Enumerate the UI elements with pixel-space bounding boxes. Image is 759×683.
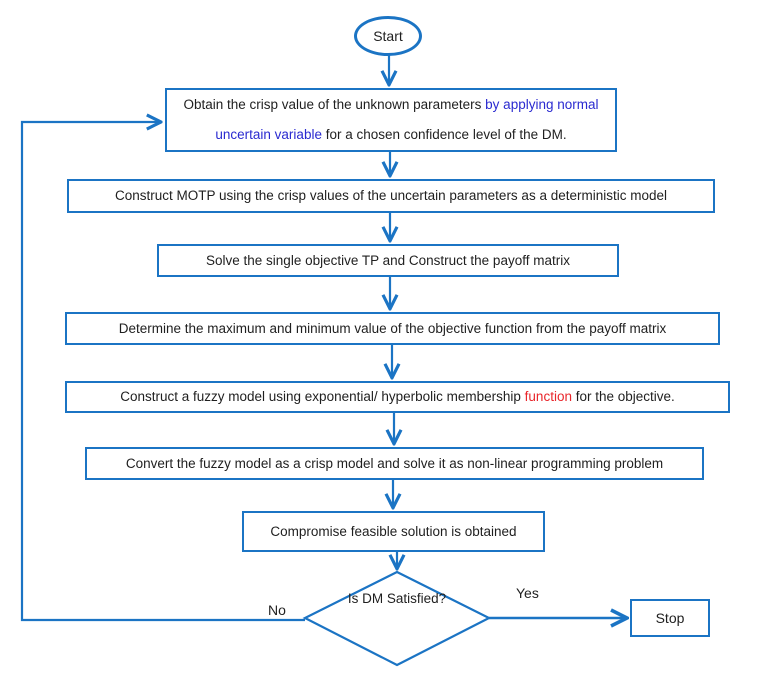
step3-solve-tp-payoff: Solve the single objective TP and Constr…	[157, 244, 619, 277]
stop-label: Stop	[655, 609, 685, 626]
step1-line1: Obtain the crisp value of the unknown pa…	[183, 97, 599, 113]
stop-node: Stop	[630, 599, 710, 637]
step7-compromise-solution: Compromise feasible solution is obtained	[242, 511, 545, 552]
step4-determine-max-min: Determine the maximum and minimum value …	[65, 312, 720, 345]
step5-label: Construct a fuzzy model using exponentia…	[120, 389, 675, 405]
step6-label: Convert the fuzzy model as a crisp model…	[125, 455, 664, 471]
step5-construct-fuzzy-model: Construct a fuzzy model using exponentia…	[65, 381, 730, 413]
decision-diamond	[302, 570, 492, 667]
step3-label: Solve the single objective TP and Constr…	[206, 252, 570, 268]
step7-label: Compromise feasible solution is obtained	[270, 523, 517, 539]
decision-question-label: Is DM Satisfied?	[347, 591, 447, 606]
no-branch-label: No	[268, 602, 286, 618]
step2-label: Construct MOTP using the crisp values of…	[115, 188, 667, 204]
step4-label: Determine the maximum and minimum value …	[118, 320, 667, 336]
step2-construct-motp: Construct MOTP using the crisp values of…	[67, 179, 715, 213]
step1-line2: uncertain variable for a chosen confiden…	[215, 127, 567, 142]
step6-convert-fuzzy-model: Convert the fuzzy model as a crisp model…	[85, 447, 704, 480]
step1-obtain-crisp-values: Obtain the crisp value of the unknown pa…	[165, 88, 617, 152]
start-node: Start	[354, 16, 422, 56]
yes-branch-label: Yes	[516, 585, 539, 601]
start-label: Start	[373, 27, 403, 44]
